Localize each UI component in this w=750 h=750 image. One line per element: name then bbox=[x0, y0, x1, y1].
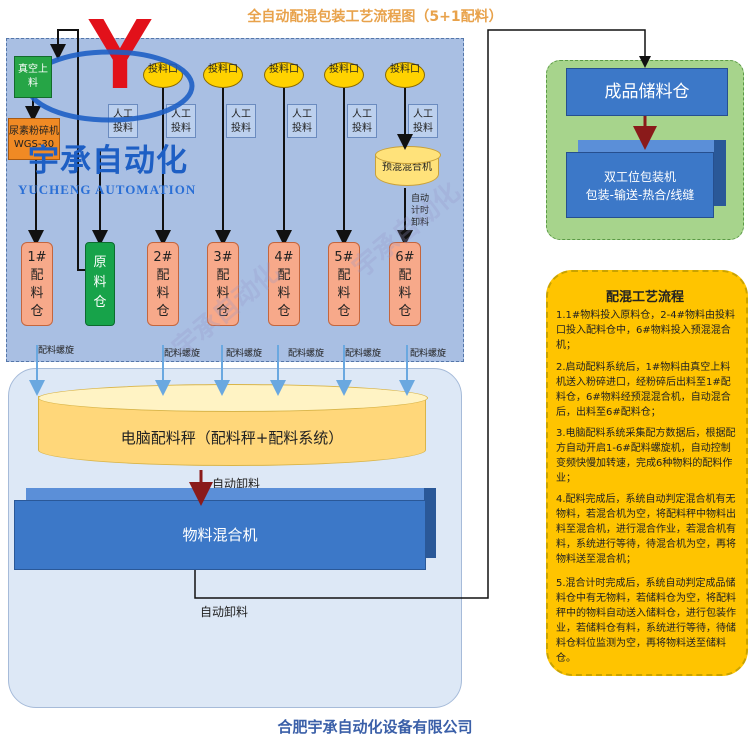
bin-id: 3# bbox=[213, 250, 233, 265]
bin-id: 2# bbox=[153, 250, 173, 265]
process-step-1: 1.1#物料投入原料仓，2-4#物料由投料口投入配料仓中，6#物料投入预混混合机… bbox=[556, 310, 735, 351]
manual-feed-5: 人工投料 bbox=[347, 104, 377, 138]
mixer-side-face bbox=[424, 488, 436, 558]
feed-port-5: 投料口 bbox=[324, 62, 364, 88]
page-title: 全自动配混包装工艺流程图（5+1配料） bbox=[247, 9, 503, 25]
screw-label-4: 配料螺旋 bbox=[288, 349, 325, 359]
bin-1: 1# 配料仓 bbox=[21, 242, 53, 326]
process-step-2: 2.启动配料系统后，1#物料由真空上料机送入粉碎进口，经粉碎后出料至1#配料仓，… bbox=[556, 362, 731, 418]
scale-top bbox=[38, 384, 428, 412]
auto-discharge-label-2: 自动卸料 bbox=[200, 605, 249, 619]
bin-2: 2# 配料仓 bbox=[147, 242, 179, 326]
screw-label-2: 配料螺旋 bbox=[164, 349, 201, 359]
screw-label-5: 配料螺旋 bbox=[345, 349, 382, 359]
feed-port-6: 投料口 bbox=[385, 62, 425, 88]
logo-name-cn: 宇承自动化 bbox=[28, 143, 188, 179]
logo-name-en: YUCHENG AUTOMATION bbox=[18, 182, 197, 197]
vacuum-loader: 真空上料 bbox=[14, 56, 52, 98]
manual-feed-6: 人工投料 bbox=[408, 104, 438, 138]
manual-feed-4: 人工投料 bbox=[287, 104, 317, 138]
bin-6: 6# 配料仓 bbox=[389, 242, 421, 326]
company-footer: 合肥宇承自动化设备有限公司 bbox=[277, 718, 473, 736]
bin-label: 配料仓 bbox=[30, 268, 44, 319]
bin-label: 配料仓 bbox=[398, 268, 412, 319]
crusher-model: WGS-30 bbox=[13, 139, 55, 150]
mixer-top-face bbox=[26, 488, 436, 500]
material-mixer: 物料混合机 bbox=[14, 500, 426, 570]
packer-line-1: 双工位包装机 bbox=[603, 170, 676, 184]
feed-port-4: 投料口 bbox=[264, 62, 304, 88]
urea-crusher: 尿素粉碎机 WGS-30 bbox=[8, 118, 60, 160]
screw-label-6: 配料螺旋 bbox=[410, 349, 447, 359]
bin-3: 3# 配料仓 bbox=[207, 242, 239, 326]
bin-id: 6# bbox=[395, 250, 415, 265]
crusher-label: 尿素粉碎机 bbox=[9, 126, 59, 137]
screw-label-3: 配料螺旋 bbox=[226, 349, 263, 359]
logo-ring bbox=[25, 49, 195, 123]
bin-label: 配料仓 bbox=[216, 268, 230, 319]
process-step-4: 4.配料完成后，系统自动判定混合机有无物料，若混合机为空，将配料秤中物料出料至混… bbox=[556, 494, 736, 565]
bin-5: 5# 配料仓 bbox=[328, 242, 360, 326]
auto-timed-discharge-label: 自动计时卸料 bbox=[410, 194, 429, 228]
process-description-panel bbox=[546, 270, 748, 676]
process-title: 配混工艺流程 bbox=[605, 290, 684, 305]
raw-material-bin: 原料仓 bbox=[85, 242, 115, 326]
process-step-3: 3.电脑配料系统采集配方数据后，根据配方自动开启1-6#配料螺旋机，自动控制变频… bbox=[556, 428, 736, 484]
bin-id: 5# bbox=[334, 250, 354, 265]
process-step-5: 5.混合计时完成后，系统自动判定成品储料仓中有无物料，若储料仓为空，将配料秤中的… bbox=[556, 578, 736, 664]
line-mixer-to-storage bbox=[194, 29, 651, 599]
bin-4: 4# 配料仓 bbox=[268, 242, 300, 326]
bin-label: 配料仓 bbox=[156, 268, 170, 319]
screw-label-1: 配料螺旋 bbox=[38, 346, 75, 356]
auto-discharge-label-1: 自动卸料 bbox=[212, 477, 261, 491]
bin-label: 配料仓 bbox=[337, 268, 351, 319]
raw-bin-label: 原料仓 bbox=[93, 255, 107, 310]
bin-id: 4# bbox=[274, 250, 294, 265]
packer-line-2: 包装-输送-热合/线缝 bbox=[585, 188, 695, 202]
bin-label: 配料仓 bbox=[277, 268, 291, 319]
product-storage-bin: 成品储料仓 bbox=[566, 68, 728, 116]
dual-station-packer: 双工位包装机 包装-输送-热合/线缝 bbox=[566, 152, 714, 218]
bin-id: 1# bbox=[27, 250, 47, 265]
packer-side-face bbox=[714, 140, 726, 206]
manual-feed-3: 人工投料 bbox=[226, 104, 256, 138]
feed-port-3: 投料口 bbox=[203, 62, 243, 88]
